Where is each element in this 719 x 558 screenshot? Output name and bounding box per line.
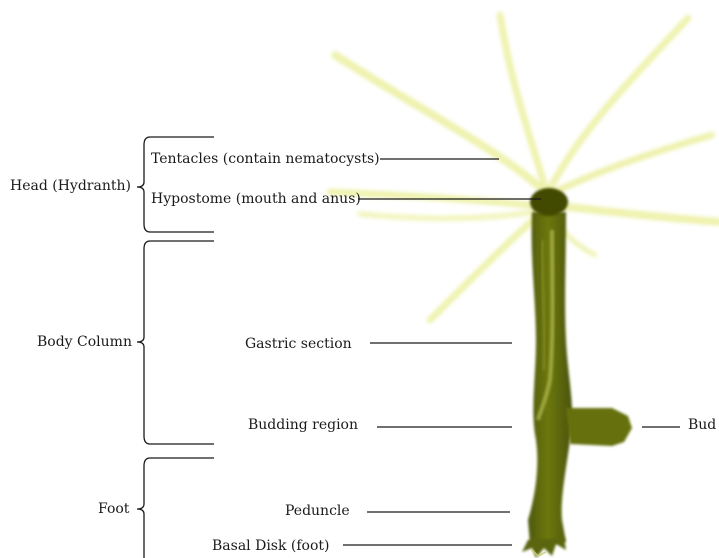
bud xyxy=(566,408,632,446)
foot-group-label: Foot xyxy=(98,501,129,517)
bud-label: Bud xyxy=(688,417,716,433)
peduncle-label: Peduncle xyxy=(285,503,350,519)
hypostome-label: Hypostome (mouth and anus) xyxy=(151,191,361,207)
tentacles-label: Tentacles (contain nematocysts) xyxy=(151,151,380,167)
body-column-group-label: Body Column xyxy=(37,334,132,350)
foot-brace xyxy=(137,458,214,558)
hypostome xyxy=(530,188,568,216)
basal-disk-label: Basal Disk (foot) xyxy=(212,538,330,554)
gastric-section-label: Gastric section xyxy=(245,336,352,352)
head-group-label: Head (Hydranth) xyxy=(10,178,131,194)
tentacle xyxy=(360,212,535,218)
tentacles xyxy=(330,15,719,320)
budding-region-label: Budding region xyxy=(248,417,358,433)
body-column-brace xyxy=(137,241,214,444)
